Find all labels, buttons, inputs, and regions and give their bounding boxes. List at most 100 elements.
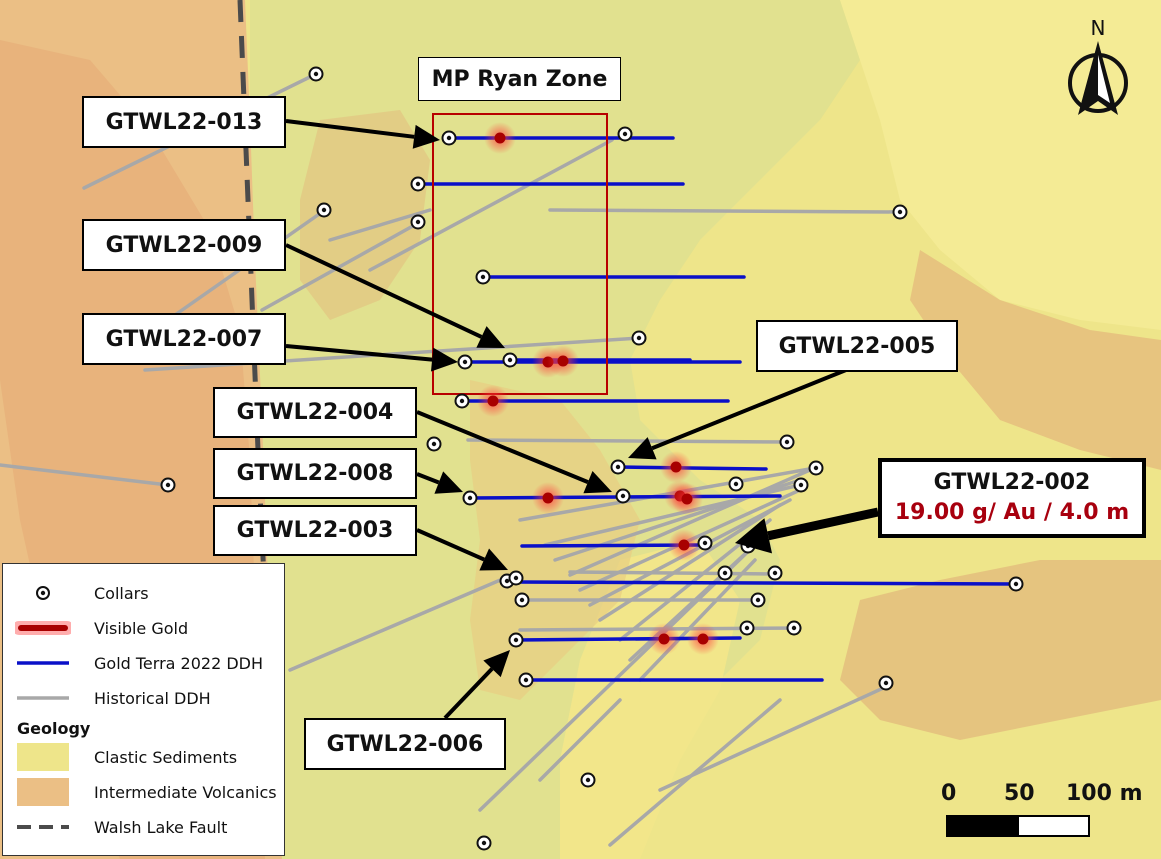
gold-terra-2022-ddh-trace — [616, 465, 768, 471]
callout-arrowhead — [431, 347, 458, 372]
legend-geology-heading: Geology — [17, 719, 91, 738]
scale-bar: 0 50 100 m — [938, 775, 1148, 845]
historical-ddh-trace — [368, 138, 614, 272]
historical-ddh-trace — [538, 698, 622, 782]
legend-item-2022-ddh: Gold Terra 2022 DDH — [3, 648, 284, 678]
collar-dot — [585, 777, 591, 783]
collar-dot — [755, 597, 761, 603]
sediment-light-patch-2 — [560, 540, 740, 859]
collar-dot — [791, 625, 797, 631]
hole-label-gtwl22-007: GTWL22-007 — [82, 313, 286, 365]
scale-tick-100: 100 m — [1066, 781, 1143, 806]
collar-dot — [513, 637, 519, 643]
mp-ryan-zone-box — [432, 113, 608, 395]
north-arrow: N — [1062, 15, 1134, 120]
callout-arrowhead — [479, 548, 508, 571]
collar-dot — [620, 493, 626, 499]
collar-icon — [36, 586, 50, 600]
collar-dot — [1013, 581, 1019, 587]
collar-dot — [519, 597, 525, 603]
callout-arrow-shaft — [416, 410, 589, 484]
legend-item-historical-ddh: Historical DDH — [3, 683, 284, 713]
collar-dot — [462, 359, 468, 365]
volcanic-band-southeast — [840, 560, 1161, 740]
collar-dot — [321, 207, 327, 213]
callout-arrowhead — [412, 124, 440, 149]
legend-item-visible-gold: Visible Gold — [3, 613, 284, 643]
callout-arrow-shaft — [416, 528, 486, 562]
callout-arrowhead — [434, 471, 463, 494]
visible-gold-point — [557, 355, 569, 367]
callout-arrowhead — [735, 518, 773, 554]
legend-label: Visible Gold — [94, 618, 189, 638]
collar-dot — [431, 441, 437, 447]
historical-ddh-trace — [658, 683, 892, 792]
callout-arrowhead — [628, 437, 657, 460]
collar-dot — [722, 570, 728, 576]
historical-ddh-trace — [478, 538, 762, 812]
north-letter: N — [1091, 16, 1106, 40]
callout-arrow-shaft — [285, 243, 483, 339]
callout-arrowhead — [583, 471, 612, 494]
legend-label: Intermediate Volcanics — [94, 782, 277, 802]
hole-label-gtwl22-008: GTWL22-008 — [213, 448, 417, 499]
collar-dot — [313, 71, 319, 77]
scale-tick-50: 50 — [1004, 781, 1035, 806]
collar-dot — [467, 495, 473, 501]
gray-line-icon — [17, 696, 69, 700]
legend: Collars Visible Gold Gold Terra 2022 DDH… — [2, 563, 285, 856]
collar-dot — [733, 481, 739, 487]
collar-dot — [784, 439, 790, 445]
scale-tick-0: 0 — [941, 781, 957, 806]
historical-ddh-trace — [0, 463, 170, 487]
scale-bar-graphic — [946, 815, 1090, 837]
hole-label-gtwl22-006: GTWL22-006 — [304, 718, 506, 770]
hole-label-gtwl22-013: GTWL22-013 — [82, 96, 286, 148]
historical-ddh-trace — [638, 558, 757, 682]
callout-arrow-shaft — [443, 667, 494, 720]
collar-dot — [622, 131, 628, 137]
visible-gold-point — [658, 633, 670, 645]
collar-dot — [504, 578, 510, 584]
legend-item-collars: Collars — [3, 578, 284, 608]
visible-gold-point — [494, 132, 506, 144]
legend-label: Collars — [94, 583, 149, 603]
legend-item-clastic-sediments: Clastic Sediments — [3, 742, 284, 772]
blue-line-icon — [17, 661, 69, 665]
callout-arrow-shaft — [416, 472, 440, 485]
callout-arrowhead — [476, 326, 505, 348]
visible-gold-point — [487, 395, 499, 407]
fault-line-icon — [17, 825, 69, 829]
callout-arrow-shaft — [767, 507, 879, 541]
historical-ddh-trace — [260, 220, 422, 312]
gold-terra-2022-ddh-trace — [513, 580, 1017, 586]
visible-gold-point — [681, 493, 693, 505]
volcanics-swatch-icon — [17, 778, 69, 806]
hole-id-text: GTWL22-002 — [933, 470, 1091, 495]
visible-gold-point — [678, 539, 690, 551]
hole-label-gtwl22-005: GTWL22-005 — [756, 320, 958, 372]
collar-dot — [772, 570, 778, 576]
collar-dot — [165, 482, 171, 488]
historical-ddh-trace — [568, 468, 812, 577]
historical-ddh-trace — [466, 438, 792, 444]
visible-gold-group — [477, 122, 719, 655]
collar-dot — [415, 181, 421, 187]
collar-dot — [459, 398, 465, 404]
legend-item-walsh-lake-fault: Walsh Lake Fault — [3, 812, 284, 842]
callout-arrowhead — [483, 650, 510, 678]
visible-gold-icon — [15, 621, 71, 635]
historical-ddh-trace — [288, 576, 507, 672]
collar-dot — [415, 219, 421, 225]
visible-gold-point — [697, 633, 709, 645]
assay-result-text: 19.00 g/ Au / 4.0 m — [894, 500, 1130, 525]
north-arrow-highlight — [1098, 55, 1110, 103]
hole-label-gtwl22-002: GTWL22-002 19.00 g/ Au / 4.0 m — [878, 458, 1146, 538]
callout-arrows-group — [285, 119, 879, 720]
collar-dot — [636, 335, 642, 341]
callout-arrow-shaft — [285, 119, 415, 139]
legend-item-intermediate-volcanics: Intermediate Volcanics — [3, 777, 284, 807]
zone-label: MP Ryan Zone — [418, 57, 621, 101]
